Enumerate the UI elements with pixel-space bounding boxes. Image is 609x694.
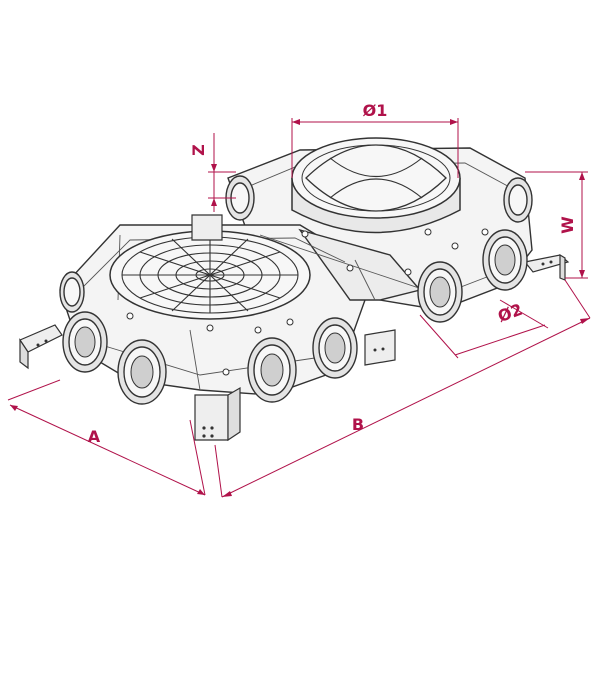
spigot-9 — [59, 271, 85, 313]
label-a: A — [88, 427, 101, 446]
rivets — [126, 228, 489, 376]
label-z: Z — [189, 144, 208, 156]
spigot-6 — [482, 229, 528, 291]
label-d2: Ø2 — [495, 300, 525, 326]
spigot-2 — [117, 339, 167, 405]
bracket-holes — [36, 260, 553, 438]
top-collar — [291, 137, 461, 234]
dimension-labels: Ø1 Z W Ø2 A B — [88, 101, 577, 446]
spigot-5 — [417, 261, 463, 323]
dimension-arrows — [10, 119, 590, 497]
spigot-4 — [312, 317, 358, 379]
spigot-1 — [62, 311, 108, 373]
label-w: W — [558, 216, 577, 234]
label-d1: Ø1 — [363, 101, 388, 120]
top-grille — [109, 230, 311, 320]
spigot-3 — [247, 337, 297, 403]
spigot-8 — [503, 177, 533, 223]
outlet-spigots — [59, 175, 533, 405]
label-b: B — [352, 415, 364, 434]
dimension-lines — [7, 118, 591, 498]
